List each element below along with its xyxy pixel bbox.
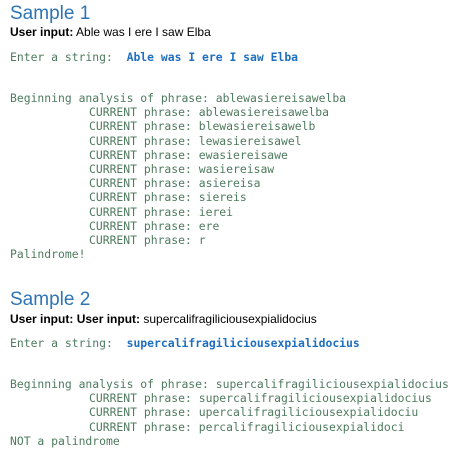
sample-2-user-input: User input: User input: supercalifragili… bbox=[10, 313, 317, 325]
user-input-label-repeat: User input: bbox=[76, 312, 141, 326]
current-phrase-line: CURRENT phrase: siereis bbox=[89, 190, 247, 205]
current-phrase-line: CURRENT phrase: blewasiereisawelb bbox=[89, 119, 316, 134]
sample-1-prompt: Enter a string: Able was I ere I saw Elb… bbox=[10, 50, 299, 64]
current-phrase-line: CURRENT phrase: wasiereisaw bbox=[89, 161, 275, 176]
current-phrase-line: CURRENT phrase: percalifragiliciousexpia… bbox=[89, 419, 405, 434]
sample-1-title: Sample 1 bbox=[10, 3, 91, 24]
prompt-label: Enter a string: bbox=[10, 50, 113, 64]
sample-2-output: Beginning analysis of phrase: supercalif… bbox=[10, 377, 449, 448]
current-phrase-line: CURRENT phrase: supercalifragiliciousexp… bbox=[89, 391, 432, 406]
prompt-label: Enter a string: bbox=[10, 336, 113, 350]
sample-2-title: Sample 2 bbox=[10, 289, 91, 310]
sample-1-output: Beginning analysis of phrase: ablewasier… bbox=[10, 91, 346, 261]
user-input-value: supercalifragiliciousexpialidocius bbox=[143, 312, 317, 326]
current-phrase-line: CURRENT phrase: upercalifragiliciousexpi… bbox=[89, 405, 419, 420]
result-line: NOT a palindrome bbox=[10, 433, 120, 448]
current-phrase-line: CURRENT phrase: ere bbox=[89, 218, 220, 233]
current-phrase-line: CURRENT phrase: r bbox=[89, 232, 206, 247]
typed-string: Able was I ere I saw Elba bbox=[126, 50, 299, 64]
current-phrase-line: CURRENT phrase: ablewasiereisawelba bbox=[89, 105, 330, 120]
user-input-value: Able was I ere I saw Elba bbox=[76, 25, 211, 39]
current-phrase-line: CURRENT phrase: asiereisa bbox=[89, 176, 261, 191]
analysis-header: Beginning analysis of phrase: supercalif… bbox=[10, 377, 449, 391]
current-phrase-line: CURRENT phrase: ierei bbox=[89, 204, 234, 219]
analysis-header: Beginning analysis of phrase: ablewasier… bbox=[10, 91, 347, 105]
current-phrase-line: CURRENT phrase: lewasiereisawel bbox=[89, 133, 302, 148]
user-input-label: User input: bbox=[10, 25, 74, 39]
result-line: Palindrome! bbox=[10, 247, 86, 262]
typed-string: supercalifragiliciousexpialidocius bbox=[126, 336, 360, 350]
sample-1-user-input: User input: Able was I ere I saw Elba bbox=[10, 26, 211, 38]
sample-2-prompt: Enter a string: supercalifragiliciousexp… bbox=[10, 336, 360, 350]
current-phrase-line: CURRENT phrase: ewasiereisawe bbox=[89, 147, 288, 162]
user-input-label: User input: bbox=[10, 312, 74, 326]
